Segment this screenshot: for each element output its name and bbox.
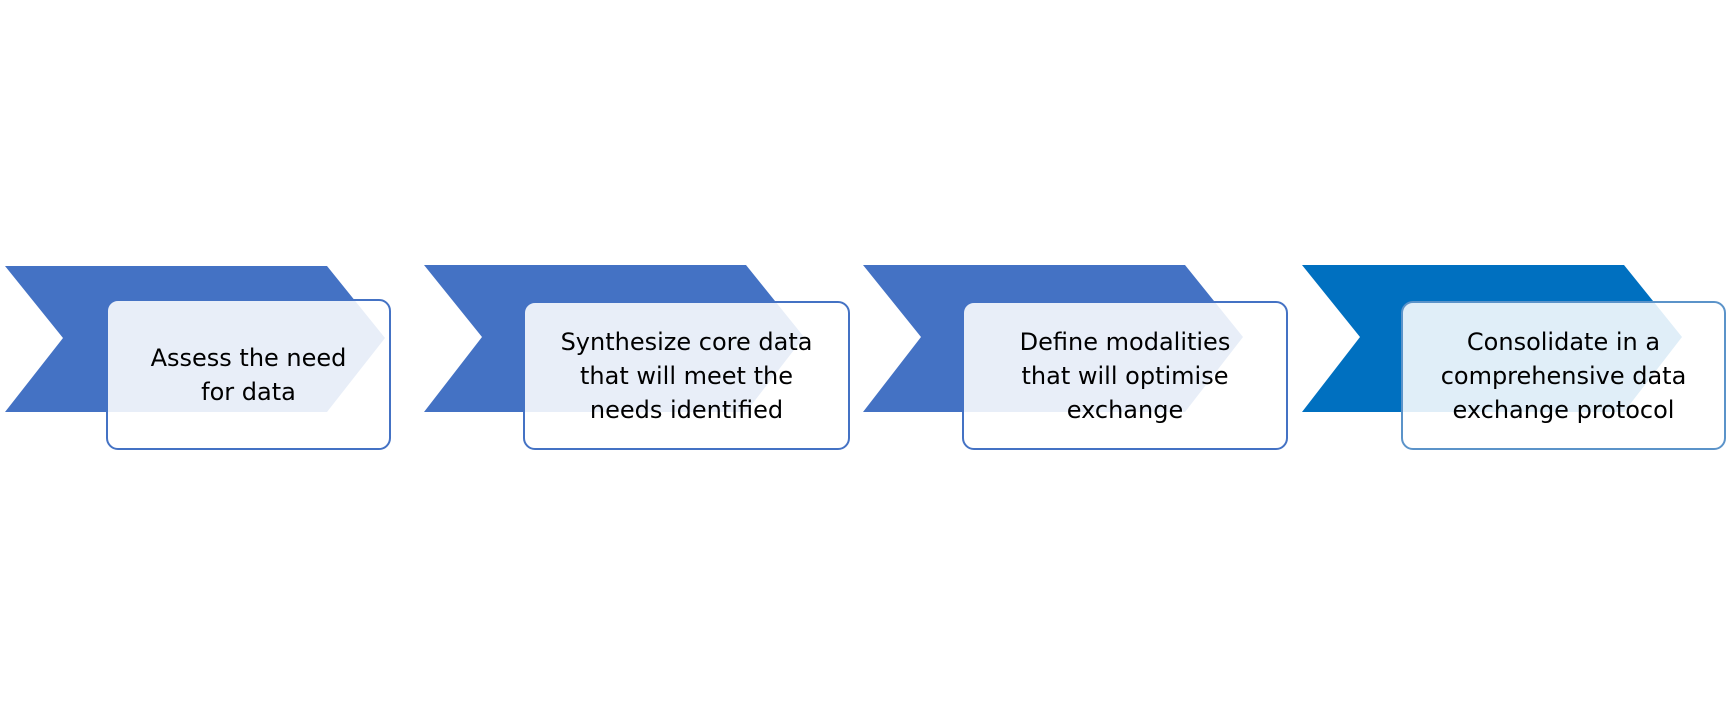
step-4-label: Consolidate in a comprehensive data exch… (1440, 327, 1687, 424)
step-3-label: Define modalities that will optimise exc… (1019, 327, 1231, 424)
step-1-label: Assess the need for data (150, 343, 347, 406)
step-4-box: Consolidate in a comprehensive data exch… (1401, 301, 1726, 450)
step-2-box: Synthesize core data that will meet the … (523, 301, 850, 450)
step-2-label: Synthesize core data that will meet the … (560, 327, 813, 424)
step-3-box: Define modalities that will optimise exc… (962, 301, 1288, 450)
step-1-box: Assess the need for data (106, 299, 391, 450)
